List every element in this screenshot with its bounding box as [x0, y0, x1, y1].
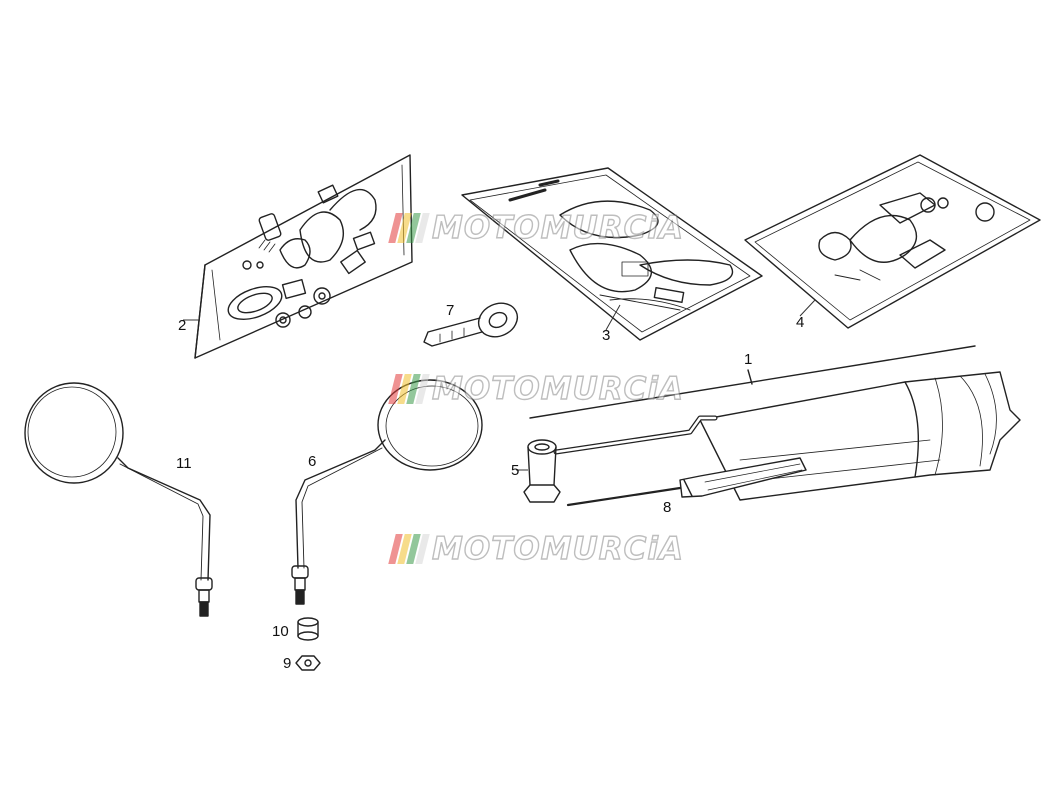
callout-5: 5 — [511, 462, 520, 479]
callout-1: 1 — [744, 351, 753, 368]
part-8-screwdriver — [566, 457, 807, 507]
part-6-mirror — [291, 379, 483, 605]
watermark-logo: MOTOMURCiA — [388, 370, 684, 408]
callout-11: 11 — [176, 455, 192, 472]
watermark-text: MOTOMURCiA — [431, 209, 684, 246]
watermark-stripes-icon — [388, 374, 430, 404]
callout-3: 3 — [602, 327, 611, 344]
watermark-stripes-icon — [388, 534, 430, 564]
callout-7: 7 — [446, 302, 455, 319]
part-3-decal-sheet — [461, 167, 763, 341]
part-11-mirror — [24, 382, 213, 617]
part-2-hardware-kit-bag — [194, 154, 413, 359]
watermark-logo: MOTOMURCiA — [388, 530, 684, 568]
part-10-spacer — [297, 617, 319, 641]
callout-2: 2 — [178, 317, 187, 334]
watermark-stripes-icon — [388, 213, 430, 243]
watermark-logo: MOTOMURCiA — [388, 209, 684, 247]
watermark-text: MOTOMURCiA — [431, 530, 684, 567]
callout-10: 10 — [272, 623, 289, 640]
callout-4: 4 — [796, 314, 805, 331]
part-5-socket-wrench — [523, 415, 718, 503]
callout-6: 6 — [308, 453, 317, 470]
callout-9: 9 — [283, 655, 292, 672]
part-4-decal-sheet — [744, 154, 1041, 329]
part-9-nut — [295, 655, 321, 671]
callout-8: 8 — [663, 499, 672, 516]
part-7-key — [423, 302, 519, 347]
watermark-text: MOTOMURCiA — [431, 370, 684, 407]
